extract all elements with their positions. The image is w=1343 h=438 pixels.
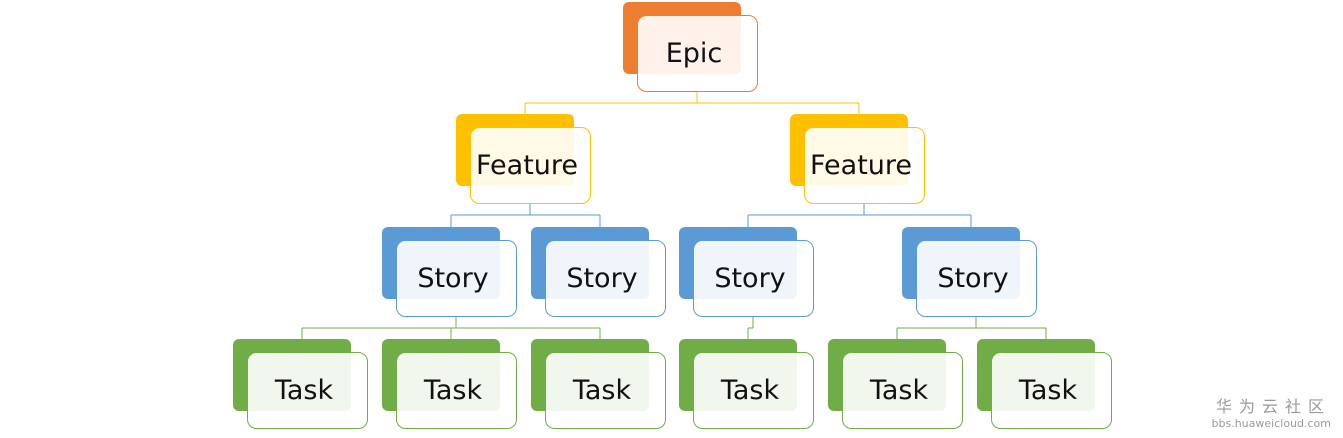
node-label-task-1: Task — [274, 375, 334, 406]
node-task-1: Task — [233, 339, 368, 429]
node-box-task-1 — [247, 352, 368, 429]
node-box-story-3 — [693, 240, 814, 317]
node-epic: Epic — [623, 2, 758, 92]
node-label-task-5: Task — [869, 375, 929, 406]
node-story-4: Story — [902, 227, 1037, 317]
node-story-1: Story — [382, 227, 517, 317]
node-label-story-2: Story — [566, 263, 637, 294]
node-task-4: Task — [679, 339, 814, 429]
node-box-feature-1 — [470, 127, 591, 204]
node-feature-2: Feature — [790, 114, 925, 204]
watermark-title: 华为云社区 — [1215, 397, 1331, 416]
node-box-task-2 — [396, 352, 517, 429]
node-label-task-3: Task — [572, 375, 632, 406]
node-box-epic — [637, 15, 758, 92]
node-box-story-1 — [396, 240, 517, 317]
node-feature-1: Feature — [456, 114, 591, 204]
node-task-5: Task — [828, 339, 963, 429]
node-box-task-6 — [991, 352, 1112, 429]
connector-lines — [301, 91, 1047, 339]
node-label-task-4: Task — [720, 375, 780, 406]
node-box-story-2 — [545, 240, 666, 317]
node-task-3: Task — [531, 339, 666, 429]
node-box-task-3 — [545, 352, 666, 429]
node-story-2: Story — [531, 227, 666, 317]
node-box-feature-2 — [804, 127, 925, 204]
node-label-epic: Epic — [666, 38, 723, 69]
node-label-feature-2: Feature — [810, 150, 912, 181]
watermark: 华为云社区 bbs.huaweicloud.com — [1212, 397, 1331, 430]
node-task-2: Task — [382, 339, 517, 429]
node-box-story-4 — [916, 240, 1037, 317]
node-label-story-3: Story — [714, 263, 785, 294]
node-label-feature-1: Feature — [476, 150, 578, 181]
node-label-story-4: Story — [937, 263, 1008, 294]
node-label-story-1: Story — [417, 263, 488, 294]
node-box-task-4 — [693, 352, 814, 429]
node-label-task-6: Task — [1018, 375, 1078, 406]
watermark-url: bbs.huaweicloud.com — [1211, 417, 1331, 430]
node-story-3: Story — [679, 227, 814, 317]
node-task-6: Task — [977, 339, 1112, 429]
node-box-task-5 — [842, 352, 963, 429]
node-label-task-2: Task — [423, 375, 483, 406]
